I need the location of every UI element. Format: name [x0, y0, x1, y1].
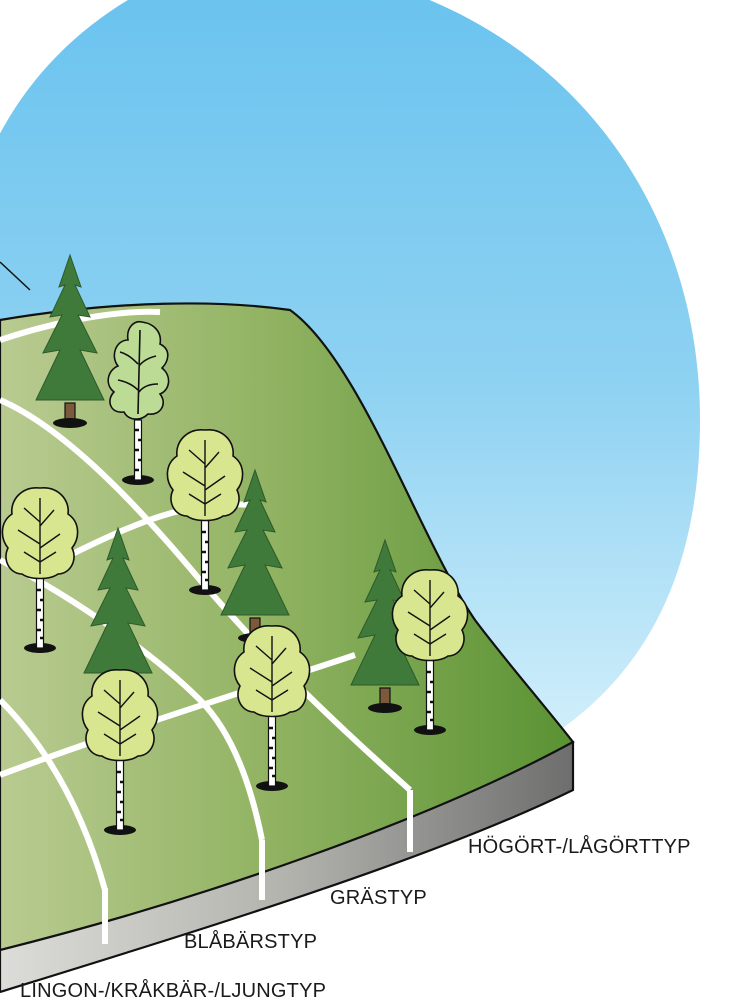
label-grastyp: GRÄSTYP [330, 887, 427, 909]
label-lingon-krakbar-ljung: LINGON-/KRÅKBÄR-/LJUNGTYP [20, 980, 327, 1002]
label-hogort-lagort: HÖGÖRT-/LÅGÖRTTYP [468, 836, 691, 858]
soil-dividers [102, 790, 413, 944]
ground-slab [0, 302, 575, 952]
label-blabarstyp: BLÅBÄRSTYP [184, 931, 318, 953]
sky-line [0, 261, 31, 291]
